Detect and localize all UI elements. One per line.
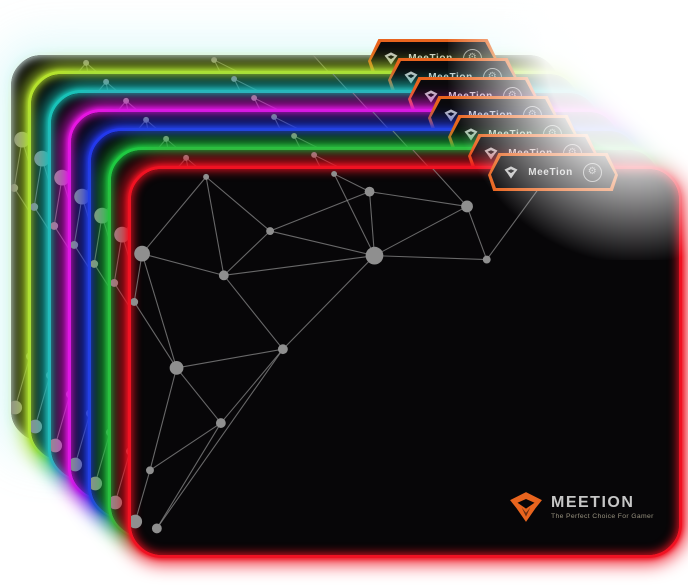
meetion-shield-icon (464, 127, 478, 141)
meetion-shield-icon (424, 89, 438, 103)
brand-logo: MEETION The Perfect Choice For Gamer (509, 491, 654, 523)
meetion-shield-icon (484, 146, 498, 160)
meetion-shield-icon (444, 108, 458, 122)
control-tab: MeeTion ⚙ (488, 153, 618, 191)
meetion-shield-icon (504, 165, 518, 179)
gear-touch-icon: ⚙ (582, 162, 602, 182)
meetion-shield-icon (404, 70, 418, 84)
meetion-shield-icon (510, 492, 542, 522)
meetion-shield-icon (384, 51, 398, 65)
mousepad-red: MEETION The Perfect Choice For Gamer (128, 166, 682, 558)
